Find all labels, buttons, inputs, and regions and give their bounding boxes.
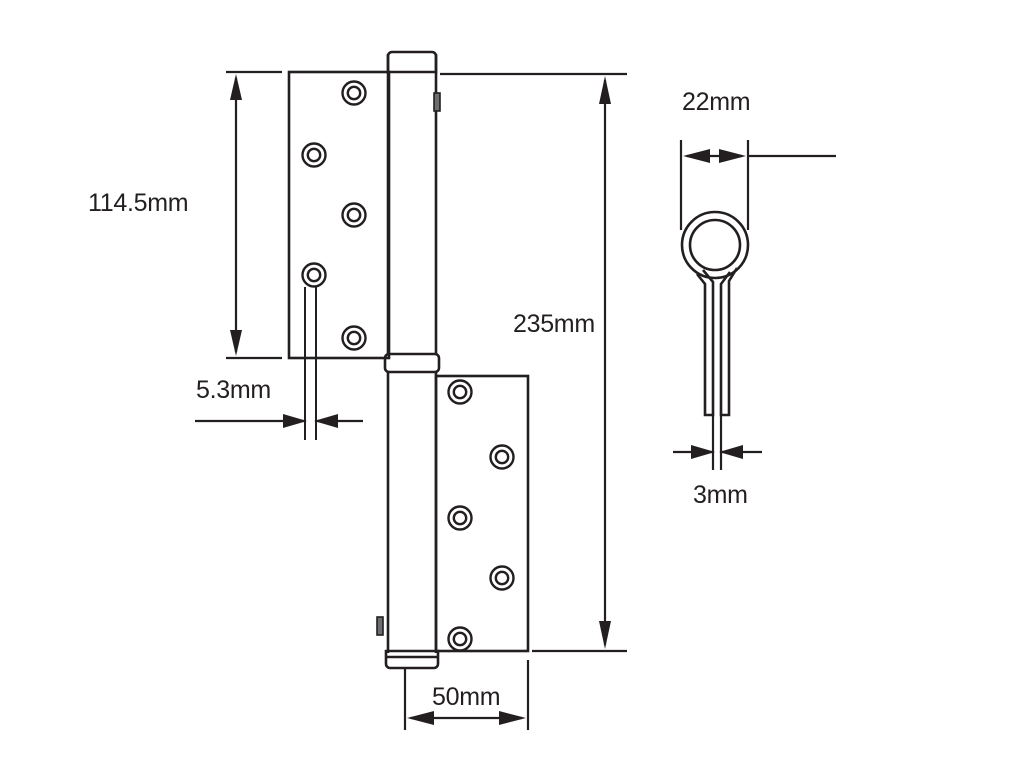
screw-hole [301, 262, 327, 288]
screw-hole [341, 325, 367, 351]
arrowhead-right [283, 414, 307, 428]
arrowhead-up [230, 74, 242, 100]
dimension-label-leaf-thickness: 5.3mm [196, 376, 271, 404]
thickness-projection-lines [304, 287, 317, 440]
top-section-view [680, 210, 750, 417]
arrowhead-right [499, 711, 526, 725]
arrowhead-down [230, 330, 242, 356]
front-elevation-view [287, 50, 530, 670]
lower-leaf-screw-holes [447, 379, 515, 652]
knuckle-pin-tab-lower [376, 616, 384, 636]
arrowhead-left [407, 711, 434, 725]
upper-leaf-screw-holes [301, 80, 367, 351]
dimension-overall-height [440, 72, 627, 653]
dimension-leaf-width [403, 660, 530, 730]
screw-hole [447, 505, 473, 531]
screw-hole [447, 379, 473, 405]
arrowhead-right [719, 149, 746, 163]
arrowhead-down [599, 621, 611, 649]
arrowhead-up [599, 76, 611, 104]
dimension-section-thickness [673, 412, 762, 470]
arrowhead-right [691, 445, 715, 459]
screw-hole [489, 565, 515, 591]
screw-hole [301, 142, 327, 168]
knuckle-pin-tab-upper [433, 92, 441, 112]
dimension-label-leaf-height: 114.5mm [88, 189, 188, 217]
dimension-knuckle-diameter [679, 140, 836, 230]
knuckle-bottom-cap [384, 649, 440, 670]
knuckle-top-cap [386, 50, 438, 74]
dimension-label-section-thickness: 3mm [693, 481, 748, 509]
dimension-label-knuckle-diameter: 22mm [682, 88, 750, 116]
section-left-leaf [695, 269, 715, 417]
screw-hole [489, 444, 515, 470]
dimension-leaf-height [226, 70, 282, 360]
section-right-leaf [719, 267, 739, 417]
screw-hole [447, 626, 473, 652]
dimension-label-overall-height: 235mm [513, 310, 595, 338]
arrowhead-left [314, 414, 338, 428]
knuckle-middle-collar [383, 352, 441, 374]
screw-hole [341, 80, 367, 106]
dimension-label-leaf-width: 50mm [432, 683, 500, 711]
arrowhead-left [719, 445, 743, 459]
dimension-leaf-thickness [195, 414, 363, 428]
screw-hole [341, 202, 367, 228]
arrowhead-left [683, 149, 710, 163]
section-knuckle-ring [680, 210, 750, 280]
